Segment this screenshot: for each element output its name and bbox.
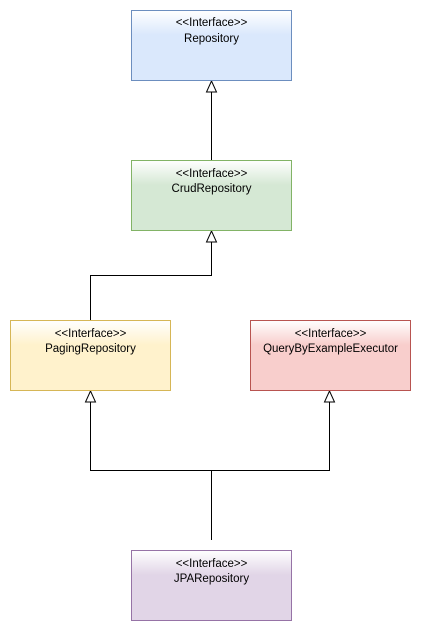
node-jpa-repository[interactable]: <<Interface>> JPARepository	[131, 550, 292, 621]
crud-repository-name: CrudRepository	[172, 183, 252, 195]
node-paging-repository[interactable]: <<Interface>> PagingRepository	[10, 320, 171, 391]
generalization-arrow-query-by-example	[323, 389, 336, 403]
repository-stereotype: <<Interface>>	[176, 17, 248, 29]
query-by-example-executor-box	[250, 320, 411, 391]
jpa-repository-box	[131, 550, 292, 621]
query-by-example-executor-name: QueryByExampleExecutor	[263, 343, 398, 355]
paging-repository-box	[10, 320, 171, 391]
paging-repository-name: PagingRepository	[45, 343, 136, 355]
query-by-example-executor-stereotype: <<Interface>>	[295, 328, 367, 340]
node-crud-repository[interactable]: <<Interface>> CrudRepository	[131, 160, 292, 231]
jpa-repository-name: JPARepository	[174, 573, 249, 585]
edges	[84, 79, 336, 540]
node-repository[interactable]: <<Interface>> Repository	[131, 10, 292, 81]
generalization-arrow-repository	[205, 79, 218, 93]
jpa-repository-stereotype: <<Interface>>	[176, 558, 248, 570]
repository-name: Repository	[184, 33, 239, 45]
edge-paging-to-crud	[90, 242, 212, 320]
generalization-arrow-crud	[205, 229, 218, 243]
generalization-arrow-paging	[84, 389, 97, 403]
edge-jpa-to-query-by-example	[211, 402, 330, 471]
edge-jpa-to-paging	[90, 402, 212, 540]
repository-box	[131, 10, 292, 81]
crud-repository-box	[131, 160, 292, 231]
paging-repository-stereotype: <<Interface>>	[55, 328, 127, 340]
crud-repository-stereotype: <<Interface>>	[176, 168, 248, 180]
node-query-by-example-executor[interactable]: <<Interface>> QueryByExampleExecutor	[250, 320, 411, 391]
